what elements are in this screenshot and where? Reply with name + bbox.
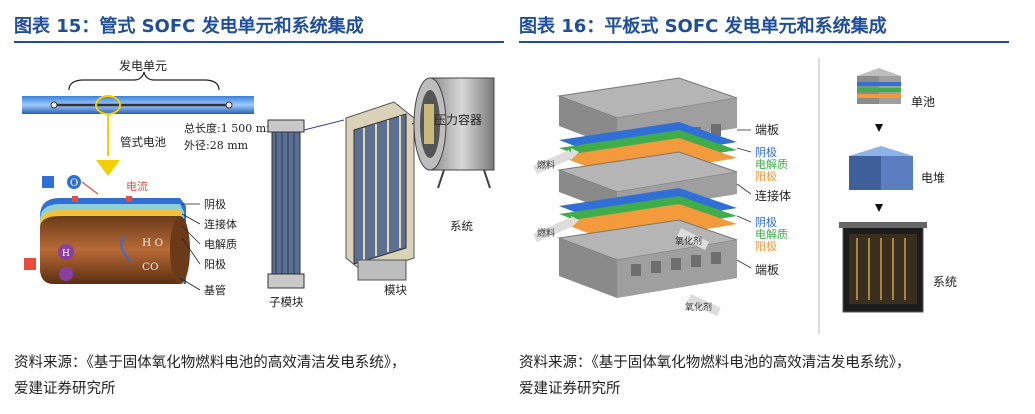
label-power-unit: 发电单元 [119,58,167,73]
right-figure-title: 图表 16：平板式 SOFC 发电单元和系统集成 [519,16,887,37]
label-cathode-2: 阴极 [755,215,777,229]
label-fuel-2: 燃料 [537,227,555,239]
label-single-cell: 单池 [911,95,935,109]
label-anode: 阳极 [204,257,226,271]
right-figure-panel: 图表 16：平板式 SOFC 发电单元和系统集成 [519,0,1019,414]
label-fuel-1: 燃料 [537,159,555,171]
label-electrolyte-1: 电解质 [755,157,788,171]
label-anode-1: 阳极 [755,169,777,183]
label-tube-cell: 管式电池 [120,135,166,149]
label-end-plate-bottom: 端板 [755,263,779,277]
label-anode-2: 阳极 [755,239,777,253]
label-total-length: 总长度:1 500 mm [184,121,277,135]
left-source-line2: 爱建证券研究所 [14,381,116,397]
co2-label: CO [142,261,159,273]
h2o-label: H O [142,237,163,249]
stack-graphic [849,146,913,190]
submodule-graphic [267,119,305,289]
bottom-end-plate [557,219,738,298]
label-current: 电流 [126,179,148,193]
o2-label: O [70,178,78,189]
right-source-line2: 爱建证券研究所 [519,381,621,397]
label-stack: 电堆 [921,171,945,185]
label-outer-diameter: 外径:28 mm [184,139,249,152]
label-electrolyte: 电解质 [204,237,237,251]
left-title-rule [14,41,504,43]
planar-sofc-diagram: 燃料 燃料 氧化剂 氧化剂 端板 阴极 电解质 阳极 连接体 阴极 电解质 阳极… [533,58,957,334]
single-cell-graphic [857,68,901,104]
label-submodule: 子模块 [269,295,304,309]
label-interconnect: 连接体 [204,217,237,231]
left-figure-title: 图表 15：管式 SOFC 发电单元和系统集成 [14,16,364,37]
left-source: 资料来源：《基于固体氧化物燃料电池的高效清洁发电系统》， 爱建证券研究所 [14,350,406,402]
tubular-sofc-diagram: 发电单元 管式电池 总长度:1 500 mm 外径:28 mm O 电流 H [22,58,495,309]
label-oxidant-2: 氧化剂 [685,301,712,313]
right-title-rule [519,41,1009,43]
h2-label: H [62,249,70,259]
pressure-vessel-graphic [413,77,495,189]
left-figure-panel: 图表 15：管式 SOFC 发电单元和系统集成 发电单元 管式电池 总长度:1 … [14,0,504,414]
fuel-icon [24,258,36,270]
label-cathode: 阴极 [204,197,226,211]
label-electrolyte-2: 电解质 [755,227,788,241]
label-system: 系统 [450,219,473,233]
label-pressure-vessel: 压力容器 [434,112,482,127]
yellow-arrow [96,160,120,176]
right-source: 资料来源：《基于固体氧化物燃料电池的高效清洁发电系统》， 爱建证券研究所 [519,350,911,402]
label-end-plate-top: 端板 [755,123,779,137]
air-icon [42,176,54,188]
system-graphic [839,222,927,313]
unit-brace [68,71,220,91]
label-oxidant-1: 氧化剂 [675,235,702,247]
label-support-tube: 基管 [204,283,226,297]
arrow-down-1 [875,124,883,132]
label-module: 模块 [384,283,407,297]
module-graphic [345,101,415,281]
label-interconnect: 连接体 [755,188,791,203]
right-source-line1: 资料来源：《基于固体氧化物燃料电池的高效清洁发电系统》， [519,355,911,371]
arrow-down-2 [875,204,883,212]
label-cathode-1: 阴极 [755,145,777,159]
left-source-line1: 资料来源：《基于固体氧化物燃料电池的高效清洁发电系统》， [14,355,406,371]
label-system: 系统 [933,275,957,289]
support-tube [40,216,180,284]
